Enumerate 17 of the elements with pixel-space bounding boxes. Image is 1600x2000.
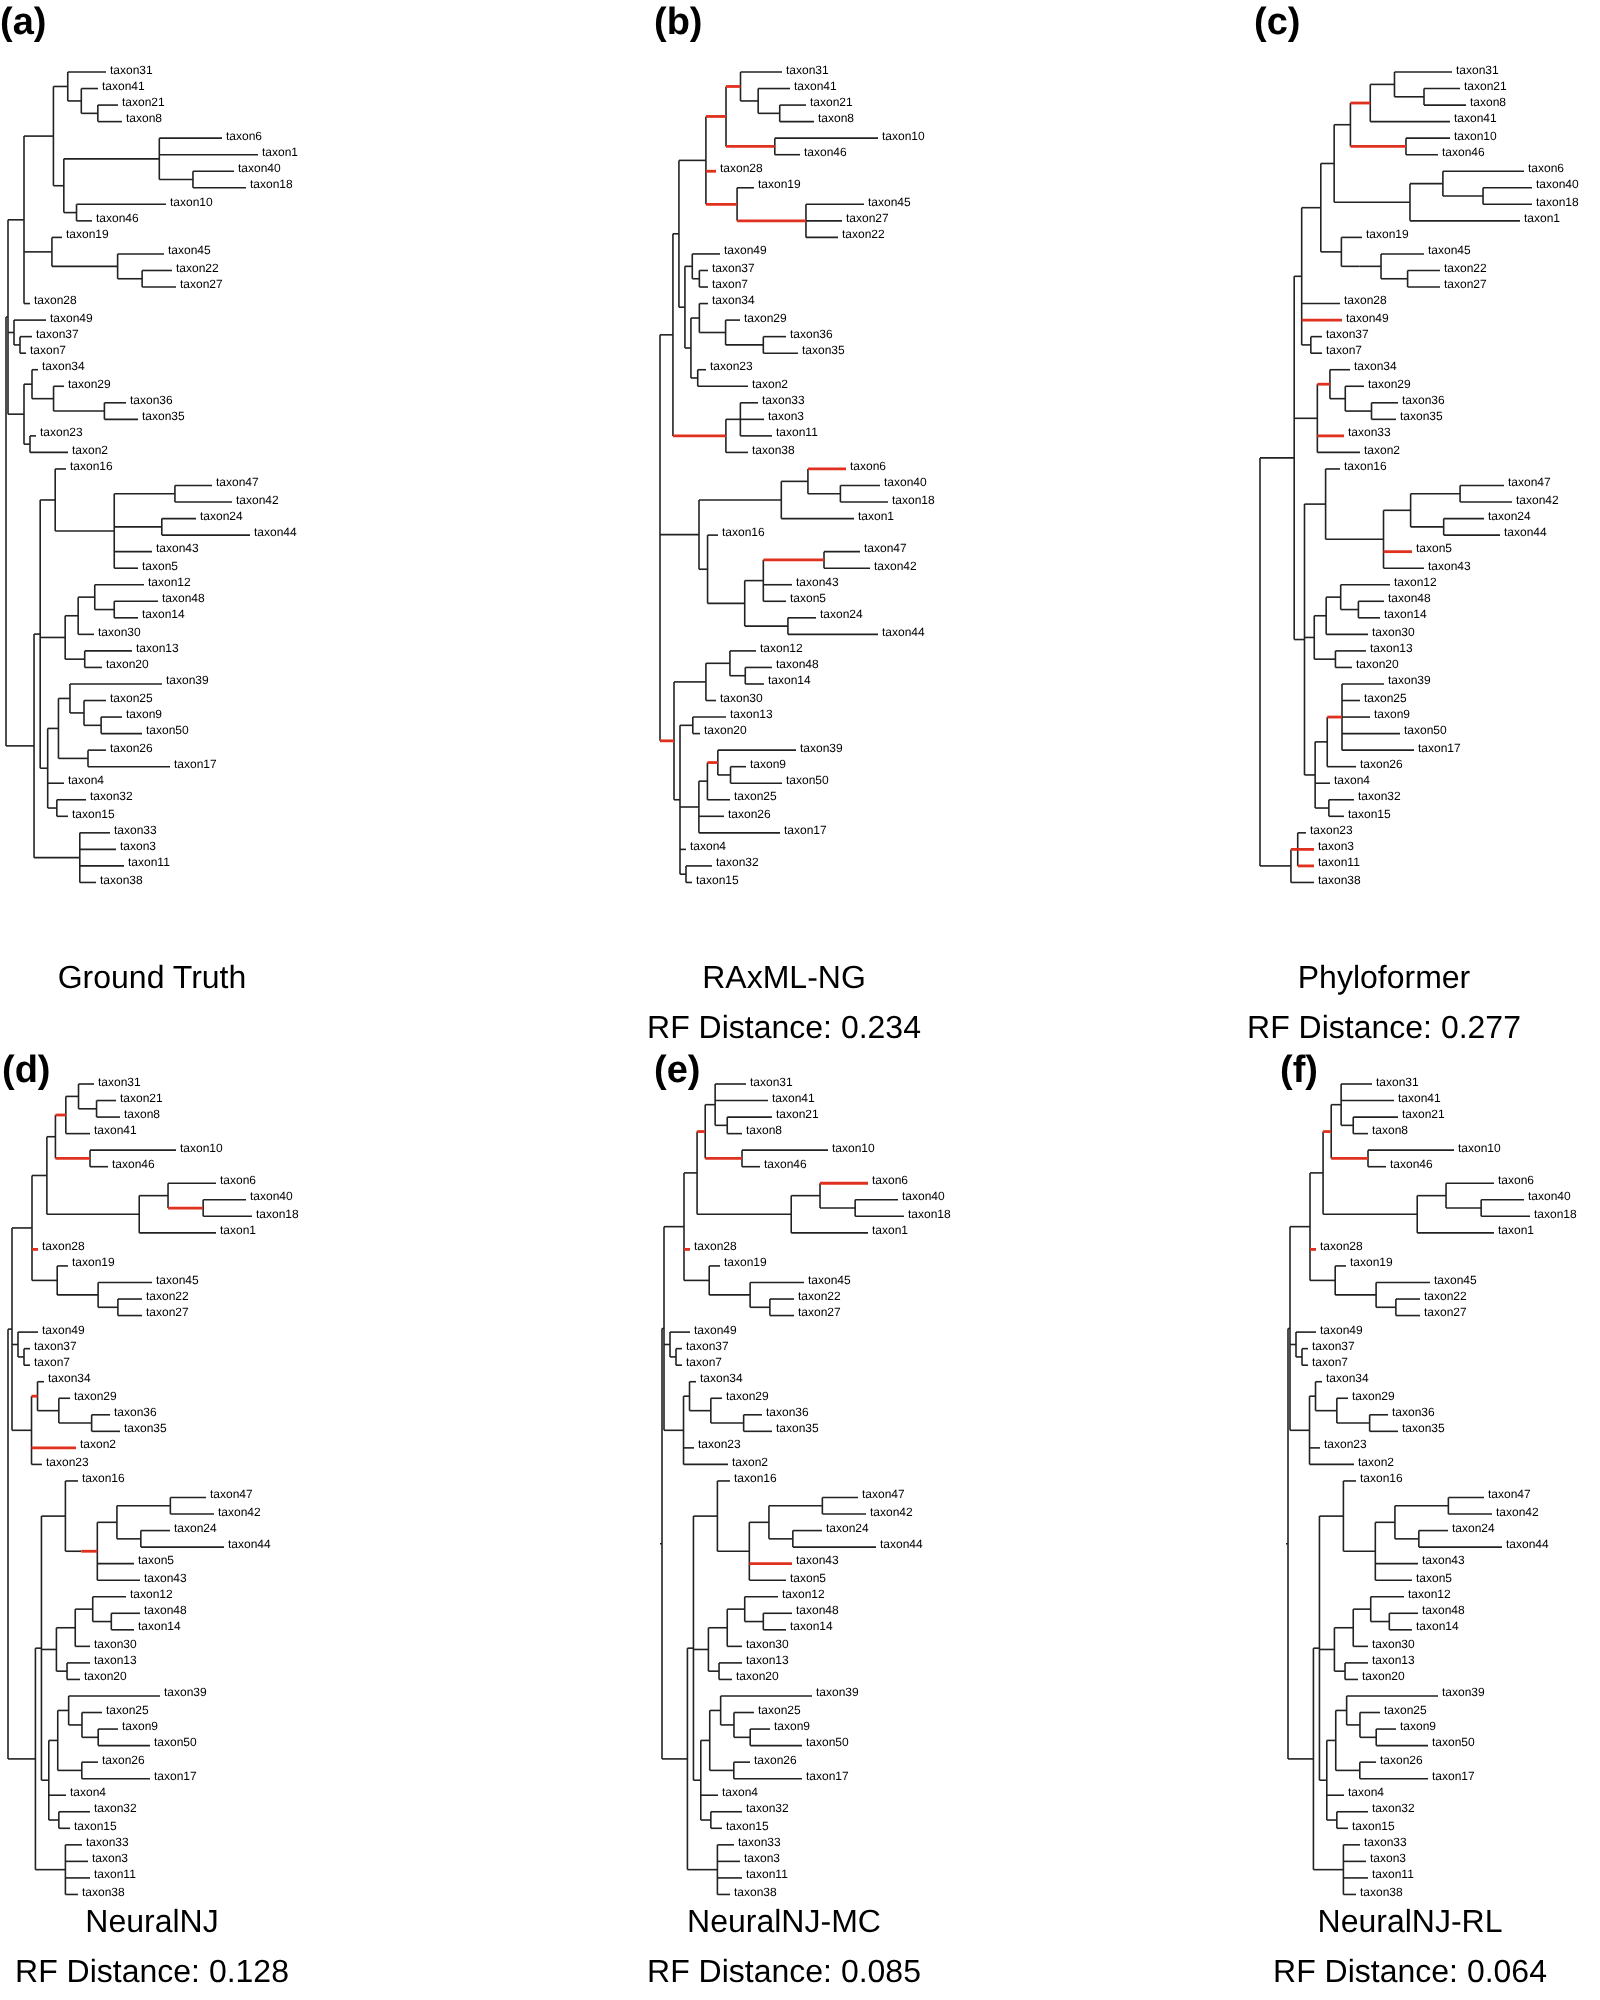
panel-caption: Ground Truth [57, 964, 247, 996]
panel-label: (f) [1280, 1052, 1318, 1090]
panel-label: (e) [654, 1052, 701, 1090]
panel-label: (a) [0, 4, 47, 42]
panel-caption: Phyloformer [1297, 964, 1471, 996]
panel-caption: RF Distance: 0.234 [647, 1014, 921, 1046]
panel-caption: NeuralNJ-MC [687, 1908, 881, 1940]
panel-label: (d) [2, 1052, 51, 1090]
panel-caption: RF Distance: 0.085 [647, 1958, 921, 1990]
panel-caption: RF Distance: 0.128 [15, 1958, 289, 1990]
panel-caption: NeuralNJ-RL [1317, 1908, 1503, 1940]
panel-caption: RAxML-NG [702, 964, 866, 996]
panel-label: (b) [654, 4, 703, 42]
panel-caption: NeuralNJ [85, 1908, 219, 1940]
panel-caption: RF Distance: 0.064 [1273, 1958, 1547, 1990]
panel-caption: RF Distance: 0.277 [1247, 1014, 1521, 1046]
panel-label: (c) [1254, 4, 1301, 42]
